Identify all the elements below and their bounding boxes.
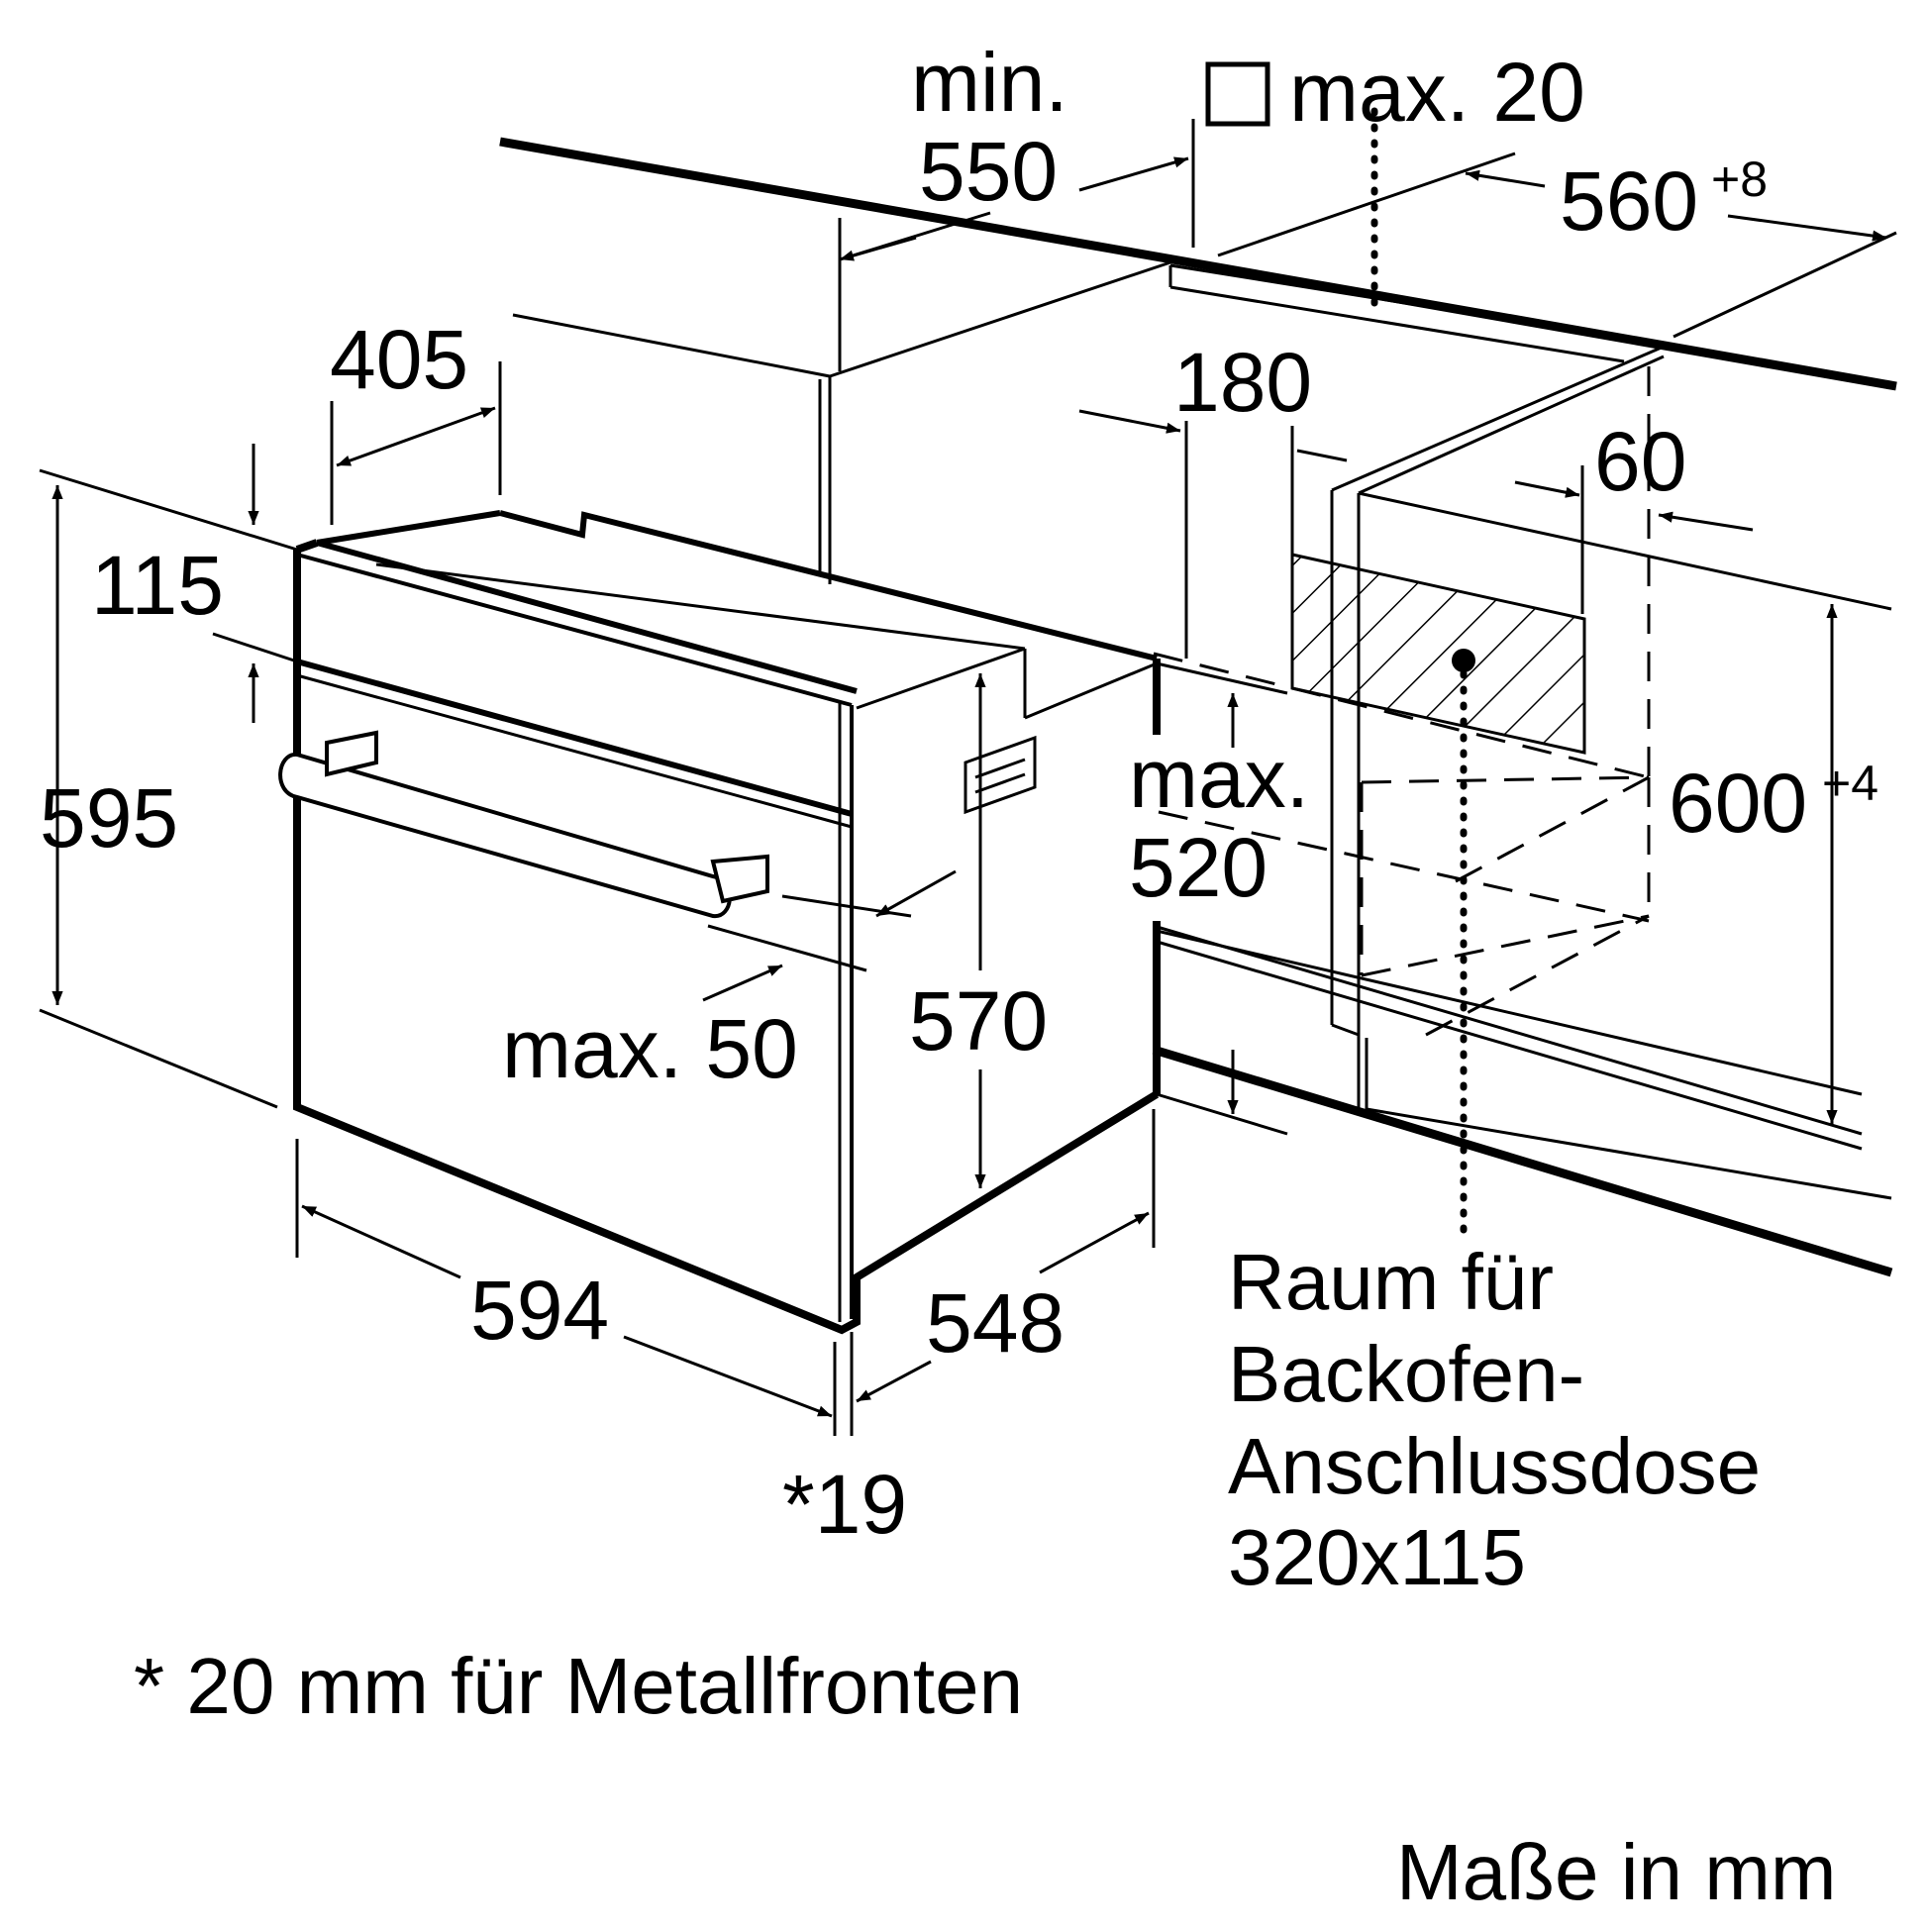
dim-595: 595 [40, 771, 178, 864]
oven-handle [278, 730, 769, 919]
dim-180: 180 [1173, 336, 1312, 429]
footnote: * 20 mm für Metallfronten [134, 1642, 1023, 1730]
socket-note-line-3: Anschlussdose [1228, 1422, 1761, 1510]
socket-note: Raum für Backofen- Anschlussdose 320x115 [1228, 1238, 1761, 1601]
dim-550: 550 [919, 125, 1058, 218]
worktop [499, 137, 1897, 391]
oven [293, 510, 1161, 1335]
dim-60: 60 [1594, 415, 1686, 508]
dashed-box [1153, 652, 1651, 1037]
socket-icon [1452, 649, 1475, 672]
dim-560: 560 [1560, 154, 1698, 248]
dimension-lines [39, 61, 1897, 1436]
dimension-labels: min. 550 max. 20 560 +8 405 180 60 115 5… [40, 36, 1878, 1551]
units-note: Maße in mm [1396, 1828, 1837, 1916]
dim-600: 600 [1669, 757, 1807, 850]
socket-note-line-2: Backofen- [1228, 1330, 1584, 1418]
dim-520: 520 [1129, 821, 1268, 914]
dim-405: 405 [330, 313, 468, 406]
dim-19: *19 [782, 1458, 907, 1551]
dim-570: 570 [909, 974, 1048, 1068]
min-label: min. [911, 36, 1068, 129]
dim-max20: max. 20 [1289, 46, 1585, 139]
dim-548: 548 [926, 1276, 1065, 1370]
dim-600-tolerance: +4 [1822, 756, 1878, 811]
dotted-lines [1370, 107, 1468, 1242]
max-label: max. [1129, 732, 1309, 825]
socket-note-line-4: 320x115 [1228, 1513, 1526, 1601]
socket-area [1290, 553, 1586, 755]
dim-560-tolerance: +8 [1711, 152, 1768, 207]
dim-594: 594 [470, 1264, 609, 1357]
dim-max50: max. 50 [502, 1002, 798, 1095]
dim-115: 115 [91, 539, 224, 632]
socket-note-line-1: Raum für [1228, 1238, 1554, 1326]
